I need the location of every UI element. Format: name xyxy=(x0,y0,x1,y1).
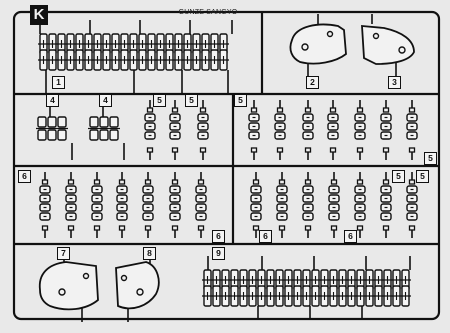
bracket-hole-8b xyxy=(120,274,128,282)
track-column-lower-right-0 xyxy=(250,179,262,231)
track-column-upper-right-2 xyxy=(302,107,314,153)
bracket-hole-8a xyxy=(136,288,144,296)
part-number-5d: 5 xyxy=(424,152,437,165)
track-column-lower-left-6 xyxy=(195,179,207,231)
track-column-upper-left-2 xyxy=(197,107,209,153)
h-block-4b xyxy=(88,116,120,141)
track-strip-top-lower xyxy=(38,49,229,71)
track-strip-bottom-upper xyxy=(202,269,411,291)
part-number-9: 9 xyxy=(212,247,225,260)
bracket-hole-3a xyxy=(398,46,406,54)
track-column-lower-left-1 xyxy=(65,179,77,231)
part-number-3: 3 xyxy=(388,76,401,89)
bracket-hole-2b xyxy=(326,30,334,38)
bracket-hole-7b xyxy=(82,272,90,280)
track-column-lower-right-5 xyxy=(380,179,392,231)
track-column-upper-left-0 xyxy=(144,107,156,153)
h-block-4a xyxy=(36,116,68,141)
track-column-upper-left-1 xyxy=(169,107,181,153)
part-number-5e: 5 xyxy=(392,170,405,183)
bracket-part-8 xyxy=(115,261,160,310)
part-number-4b: 4 xyxy=(99,94,112,107)
track-column-upper-right-3 xyxy=(327,107,339,153)
track-column-upper-right-4 xyxy=(354,107,366,153)
bracket-hole-7a xyxy=(58,288,66,296)
part-number-2: 2 xyxy=(306,76,319,89)
track-column-lower-left-4 xyxy=(142,179,154,231)
part-number-6b: 6 xyxy=(212,230,225,243)
part-number-6d: 6 xyxy=(344,230,357,243)
track-strip-bottom-lower xyxy=(202,285,411,307)
part-number-6a: 6 xyxy=(18,170,31,183)
track-column-lower-left-0 xyxy=(39,179,51,231)
track-column-lower-right-3 xyxy=(328,179,340,231)
part-number-6c: 6 xyxy=(259,230,272,243)
bracket-part-3 xyxy=(361,25,415,65)
part-number-8: 8 xyxy=(143,247,156,260)
bracket-hole-3b xyxy=(372,32,380,40)
track-column-lower-left-3 xyxy=(116,179,128,231)
track-column-lower-right-6 xyxy=(406,179,418,231)
bracket-part-2 xyxy=(289,23,347,65)
sprue-letter-k: K xyxy=(30,5,48,25)
sprue-title: GUNZE SANGYO xyxy=(178,9,238,16)
track-column-upper-right-0 xyxy=(248,107,260,153)
track-column-lower-left-5 xyxy=(169,179,181,231)
track-column-lower-right-2 xyxy=(302,179,314,231)
bracket-part-7 xyxy=(38,261,99,311)
track-column-upper-right-1 xyxy=(274,107,286,153)
track-column-lower-right-4 xyxy=(354,179,366,231)
track-column-upper-right-6 xyxy=(406,107,418,153)
track-column-lower-right-1 xyxy=(276,179,288,231)
part-number-5f: 5 xyxy=(416,170,429,183)
part-number-4a: 4 xyxy=(46,94,59,107)
part-number-1: 1 xyxy=(52,76,65,89)
track-strip-top-upper xyxy=(38,33,229,55)
track-column-upper-right-5 xyxy=(380,107,392,153)
part-number-7: 7 xyxy=(57,247,70,260)
track-column-lower-left-2 xyxy=(91,179,103,231)
part-number-5c: 5 xyxy=(234,94,247,107)
bracket-hole-2a xyxy=(301,43,309,51)
part-number-5a: 5 xyxy=(153,94,166,107)
part-number-5b: 5 xyxy=(185,94,198,107)
